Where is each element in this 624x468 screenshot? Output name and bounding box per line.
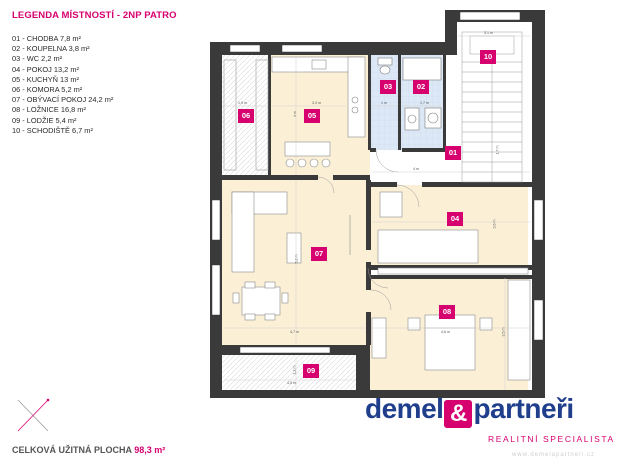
dim-bedroom-width: 4,6 m <box>441 330 450 334</box>
legend-item: 09 - LODŽIE 5,4 m² <box>12 115 77 125</box>
room-tag-07: 07 <box>311 247 327 261</box>
room-tag-09: 09 <box>303 364 319 378</box>
total-area-value: 98,3 m² <box>134 445 166 455</box>
brand-tagline: REALITNÍ SPECIALISTA <box>488 434 615 444</box>
legend-item: 01 - CHODBA 7,8 m² <box>12 34 81 43</box>
dim-storage-width: 1,9 m <box>238 101 247 105</box>
room-tag-03: 03 <box>380 80 396 94</box>
room-furniture <box>377 191 529 275</box>
room-tag-02: 02 <box>413 80 429 94</box>
room-tag-01: 01 <box>445 146 461 160</box>
dim-wc-width: 1 m <box>381 101 387 105</box>
brand-name-left: demel <box>365 393 444 424</box>
legend-item: 07 - OBÝVACÍ POKOJ 24,2 m² <box>12 95 114 105</box>
legend-item: 04 - POKOJ 13,2 m² <box>12 64 79 74</box>
legend-item: 06 - KOMORA 5,2 m² <box>12 85 83 95</box>
dim-bedroom-depth: 3,5 m <box>501 327 506 337</box>
legend-item: 08 - LOŽNICE 16,8 m² <box>12 105 86 115</box>
sanitary-fixtures <box>377 57 442 131</box>
brand-name-right: partneři <box>473 393 574 424</box>
legend: LEGENDA MÍSTNOSTÍ - 2NP PATRO 01 - CHODB… <box>12 10 207 136</box>
dim-hall-depth: 1,7 m <box>495 145 500 155</box>
dim-hall-width: 4 m <box>413 167 419 171</box>
room-tag-04: 04 <box>447 212 463 226</box>
dim-living-depth: 5,2 m <box>294 254 299 264</box>
total-area-label: CELKOVÁ UŽITNÁ PLOCHA <box>12 445 132 455</box>
dim-living-width: 4,7 m <box>290 330 299 334</box>
living-furniture <box>231 191 351 321</box>
legend-item: 02 - KOUPELNA 3,8 m² <box>12 44 90 54</box>
room-tag-10: 10 <box>480 50 496 64</box>
dim-loggia-width: 4,5 m <box>287 381 296 385</box>
storage-shelves <box>223 59 269 171</box>
floor-loggia <box>222 355 359 390</box>
door-swings <box>317 149 420 311</box>
legend-item: 10 - SCHODIŠTĚ 6,7 m² <box>12 125 93 135</box>
dim-stairs-width: 3,1 m <box>484 31 493 35</box>
brand-ampersand: & <box>444 400 473 428</box>
room-tag-05: 05 <box>304 109 320 123</box>
windows <box>211 11 544 354</box>
dim-room-width: 3,6 m <box>492 219 497 229</box>
dimension-lines <box>222 35 530 390</box>
dim-kitchen-width: 3,3 m <box>312 101 321 105</box>
legend-item: 03 - WC 2,2 m² <box>12 54 63 64</box>
room-tag-06: 06 <box>238 109 254 123</box>
total-area: CELKOVÁ UŽITNÁ PLOCHA 98,3 m² <box>12 445 165 455</box>
legend-item: 05 - KUCHYŇ 13 m² <box>12 74 79 84</box>
dim-loggia-depth: 1,2 m <box>292 365 297 375</box>
room-tag-08: 08 <box>439 305 455 319</box>
legend-title: LEGENDA MÍSTNOSTÍ - 2NP PATRO <box>12 10 177 21</box>
dim-kitchen-depth: 4 m <box>293 111 297 117</box>
brand-logo: demel&partneři <box>365 393 574 428</box>
compass-icon <box>17 398 50 432</box>
dim-bath-width: 1,7 m <box>420 101 429 105</box>
brand-watermark: www.demelapartneri.cz <box>512 452 596 458</box>
